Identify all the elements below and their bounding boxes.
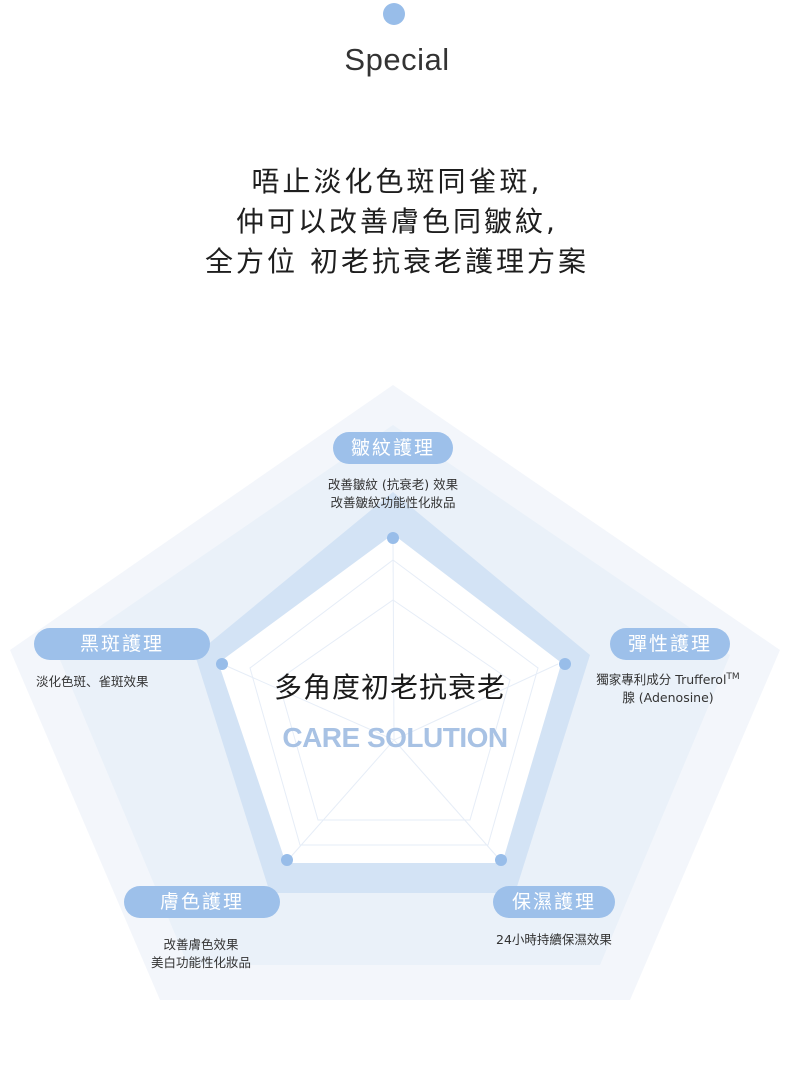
elasticity-care-label: 彈性護理 [610,628,730,660]
section-heading: Special [344,42,450,77]
moisture-desc-line-1: 24小時持續保濕效果 [496,932,612,947]
wrinkle-desc-line-2: 改善皺紋功能性化妝品 [330,495,456,510]
vertex-dot-moisture [495,854,507,866]
wrinkle-care-label: 皺紋護理 [333,432,453,464]
tagline-line-2: 仲可以改善膚色同皺紋, [236,205,558,238]
spot-desc-line-1: 淡化色斑、雀斑效果 [36,674,149,689]
moisture-care-label: 保濕護理 [493,886,615,918]
skintone-desc-line-1: 改善膚色效果 [163,937,239,952]
vertex-dot-wrinkle [387,532,399,544]
vertex-dot-elasticity [559,658,571,670]
elasticity-desc-line-1: 獨家專利成分 Trufferol [596,672,727,688]
spot-care-desc: 淡化色斑、雀斑效果 [36,673,149,691]
tagline-line-1: 唔止淡化色斑同雀斑, [251,165,543,198]
skintone-care-desc: 改善膚色效果 美白功能性化妝品 [126,936,276,972]
radar-web [221,537,559,861]
tagline: 唔止淡化色斑同雀斑, 仲可以改善膚色同皺紋, 全方位 初老抗衰老護理方案 [0,162,794,282]
center-subtitle: CARE SOLUTION [282,722,508,753]
spot-care-label: 黑斑護理 [34,628,210,660]
vertex-dot-skintone [281,854,293,866]
moisture-care-desc: 24小時持續保濕效果 [496,931,612,949]
elasticity-care-desc: 獨家專利成分 TrufferolTM 腺 (Adenosine) [578,668,758,707]
wrinkle-desc-line-1: 改善皺紋 (抗衰老) 效果 [327,477,459,492]
skintone-desc-line-2: 美白功能性化妝品 [150,955,251,970]
center-title: 多角度初老抗衰老 [273,671,506,704]
trademark-mark: TM [726,672,740,682]
vertex-dot-spot [216,658,228,670]
top-dot-decoration [383,3,405,25]
elasticity-desc-line-2: 腺 (Adenosine) [622,690,714,706]
tagline-line-3: 全方位 初老抗衰老護理方案 [205,245,589,278]
skintone-care-label: 膚色護理 [124,886,280,918]
wrinkle-care-desc: 改善皺紋 (抗衰老) 效果 改善皺紋功能性化妝品 [293,476,493,512]
